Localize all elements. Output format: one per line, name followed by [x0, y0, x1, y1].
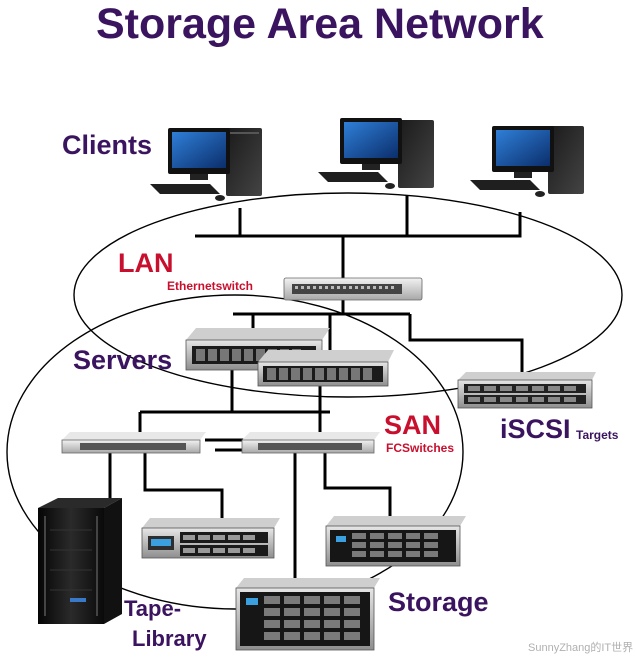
iscsi-label: iSCSI	[500, 414, 571, 444]
san-label: SAN	[384, 410, 441, 440]
lan-ellipse	[73, 192, 623, 398]
fc-switch-2	[241, 432, 380, 454]
iscsi-sub-label: Targets	[576, 428, 619, 442]
storage-label: Storage	[388, 587, 489, 617]
watermark: SunnyZhang的IT世界	[528, 640, 633, 654]
san-sub-label: FCSwitches	[386, 441, 454, 455]
servers-label: Servers	[73, 345, 172, 375]
san-ellipse	[6, 294, 464, 610]
iscsi-target	[457, 372, 596, 409]
lan-label: LAN	[118, 248, 174, 278]
lan-sub-label: Ethernetswitch	[167, 279, 253, 293]
fc-switch-1	[61, 432, 206, 454]
client-pc-2	[318, 118, 434, 189]
storage-array-1	[141, 518, 280, 559]
tape-label-line2: Library	[132, 626, 207, 651]
tape-label-line1: Tape-	[124, 596, 181, 621]
page-title: Storage Area Network	[96, 0, 544, 48]
connection-lines	[108, 196, 524, 580]
ethernet-switch	[283, 277, 423, 301]
storage-array-3	[235, 578, 380, 651]
client-pc-3	[470, 126, 584, 197]
tape-library	[38, 498, 122, 624]
server-2	[257, 350, 394, 387]
storage-array-2	[325, 516, 466, 567]
clients-label: Clients	[62, 130, 152, 160]
client-pc-1	[150, 128, 262, 201]
